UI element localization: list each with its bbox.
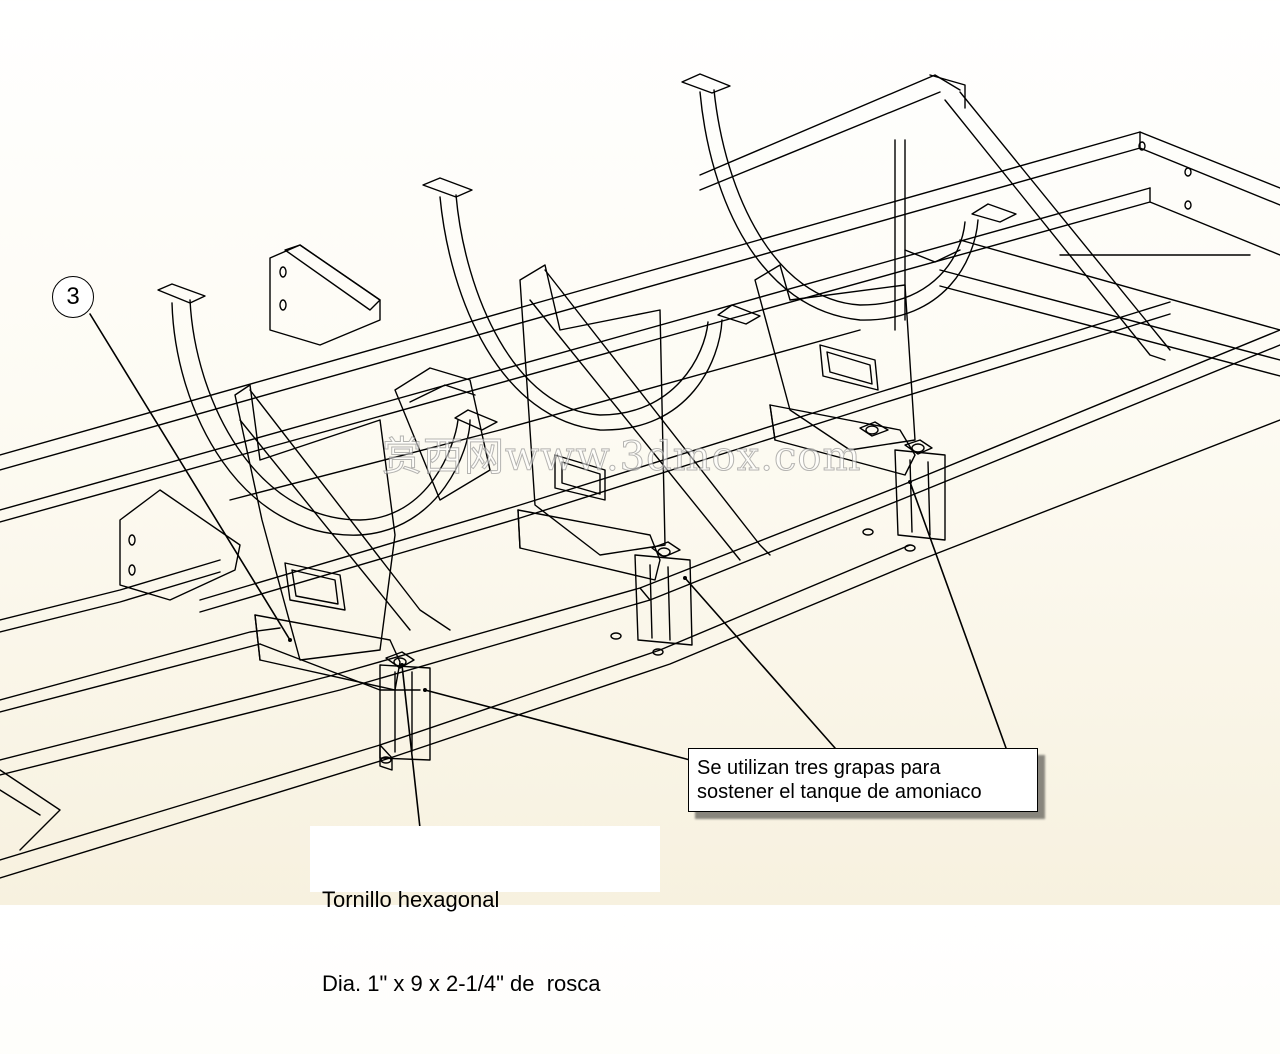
leader-clamp-right [910,482,1006,748]
tank-saddle-middle [423,178,770,580]
callout-number-badge: 3 [52,276,94,318]
clamp-note-line-2: sostener el tanque de amoniaco [697,781,982,803]
leader-callout-3 [90,314,290,640]
clamp-note-box: Se utilizan tres grapas para sostener el… [688,748,1038,812]
upper-brace-frame [700,75,1170,360]
leader-clamp-middle [685,578,835,748]
bolt-label-line-2: Dia. 1" x 9 x 2-1/4" de rosca [322,971,601,996]
leader-bolt [402,665,420,828]
clamp-note-line-1: Se utilizan tres grapas para [697,757,941,779]
tank-saddle-right [682,74,1016,475]
leader-lines [90,314,1006,828]
bolt-label-line-1: Tornillo hexagonal [322,887,500,912]
tank-bracket-drawing [0,0,1280,905]
bolt-label: Tornillo hexagonal Dia. 1" x 9 x 2-1/4" … [310,826,660,996]
u-clamp-left [380,652,430,770]
rear-frame-rail [0,132,1280,522]
front-frame-rail [0,330,1280,878]
assembly-diagram: 赏西网www.3dmox.com 3 Se utilizan tres grap… [0,0,1280,996]
u-clamp-middle [611,542,692,655]
u-clamp-right [860,422,945,551]
hitch-plates [120,245,490,600]
tank-saddle-left [158,284,497,690]
cross-members [0,240,1280,850]
leader-clamp-left [425,690,690,760]
